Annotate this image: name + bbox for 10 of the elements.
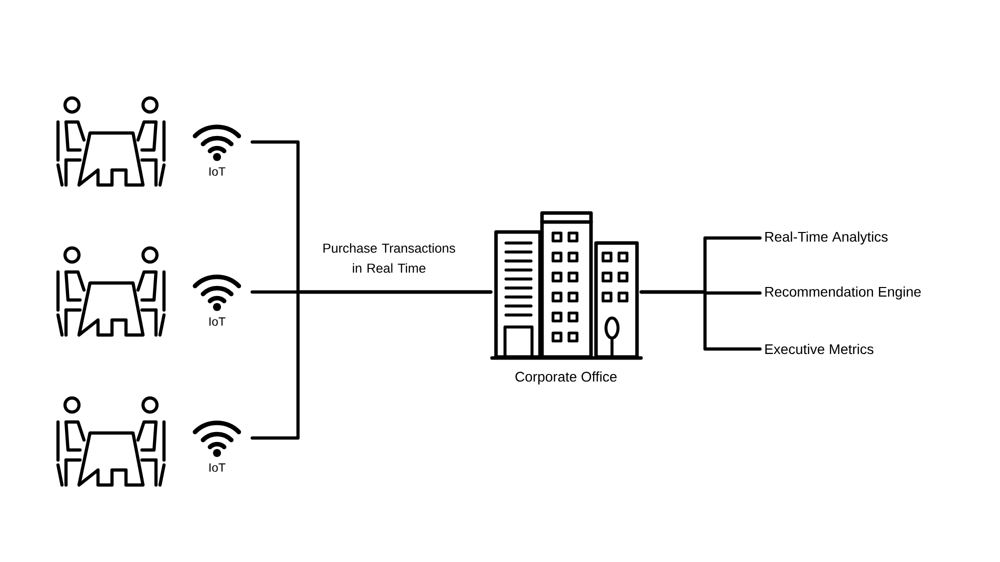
node-text: IoT — [209, 463, 226, 472]
node-text: IoT — [209, 167, 226, 176]
output-label: Real-Time Analytics — [765, 231, 888, 245]
node-text: Corporate Office — [515, 371, 617, 384]
output-label: Recommendation Engine — [765, 286, 921, 300]
output-label: Executive Metrics — [765, 344, 874, 354]
node-text: IoT — [209, 317, 226, 326]
connector-line — [640, 290, 762, 351]
edge-label: Purchase Transactions in Real Time — [312, 241, 466, 275]
connector-line — [250, 290, 492, 440]
